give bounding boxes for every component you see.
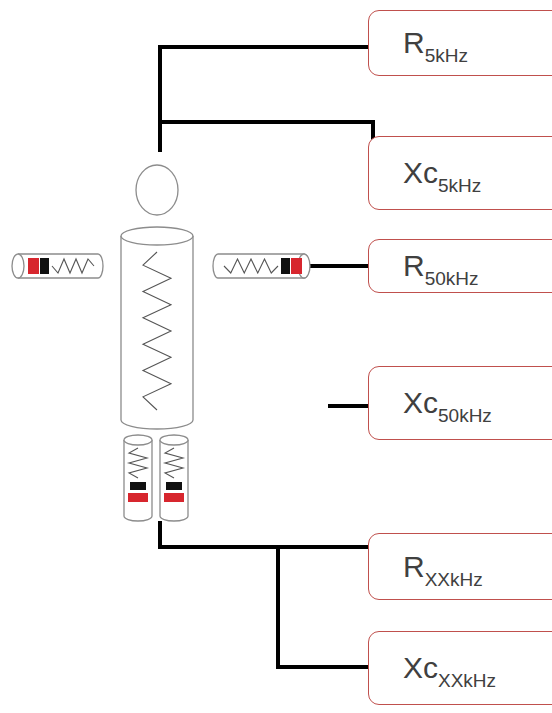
leader-line bbox=[160, 122, 373, 173]
parameter-label: Xc50kHz bbox=[403, 386, 492, 420]
parameter-label: RXXkHz bbox=[403, 550, 483, 584]
parameter-box: Xc5kHz bbox=[368, 136, 552, 210]
symbol-text: R bbox=[403, 550, 425, 583]
parameter-label: XcXXkHz bbox=[403, 651, 496, 685]
parameter-label: R5kHz bbox=[403, 26, 468, 60]
electrode bbox=[281, 258, 290, 274]
spring-coil bbox=[165, 448, 183, 478]
parameter-box: RXXkHz bbox=[368, 533, 552, 600]
electrode bbox=[40, 258, 49, 274]
electrode bbox=[166, 482, 182, 490]
right-arm bbox=[213, 254, 309, 278]
frequency-subscript: 5kHz bbox=[425, 45, 468, 66]
symbol-text: R bbox=[403, 249, 425, 282]
symbol-text: Xc bbox=[403, 156, 438, 189]
parameter-box: R5kHz bbox=[368, 10, 552, 76]
left-arm-end bbox=[12, 254, 24, 278]
spring-coil bbox=[224, 259, 278, 273]
symbol-text: R bbox=[403, 26, 425, 59]
electrode bbox=[164, 493, 184, 502]
right-leg bbox=[160, 440, 188, 521]
torso bbox=[121, 236, 193, 429]
electrode bbox=[130, 482, 146, 490]
leader-line bbox=[278, 547, 370, 667]
parameter-label: Xc5kHz bbox=[403, 156, 481, 190]
left-leg-top bbox=[124, 435, 152, 445]
spring-coil bbox=[52, 259, 94, 273]
electrode bbox=[28, 258, 39, 274]
spring-coil bbox=[129, 448, 147, 478]
parameter-box: R50kHz bbox=[368, 239, 552, 293]
parameter-box: Xc50kHz bbox=[368, 366, 552, 440]
symbol-text: Xc bbox=[403, 386, 438, 419]
springs bbox=[52, 252, 278, 478]
frequency-subscript: 50kHz bbox=[438, 405, 492, 426]
right-leg-top bbox=[160, 435, 188, 445]
left-arm bbox=[18, 254, 103, 278]
torso-top bbox=[121, 227, 193, 245]
leader-line bbox=[160, 47, 370, 152]
leader-line bbox=[160, 521, 370, 547]
frequency-subscript: XXkHz bbox=[438, 670, 496, 691]
leader-line bbox=[328, 404, 370, 408]
head bbox=[136, 165, 178, 215]
spring-coil bbox=[143, 252, 171, 410]
parameter-label: R50kHz bbox=[403, 249, 479, 283]
electrode bbox=[291, 258, 302, 274]
electrode bbox=[128, 493, 148, 502]
electrodes bbox=[28, 258, 302, 502]
left-leg bbox=[124, 440, 152, 521]
frequency-subscript: XXkHz bbox=[425, 569, 483, 590]
frequency-subscript: 50kHz bbox=[425, 268, 479, 289]
symbol-text: Xc bbox=[403, 651, 438, 684]
parameter-box: XcXXkHz bbox=[368, 631, 552, 705]
body-outline bbox=[12, 165, 310, 521]
frequency-subscript: 5kHz bbox=[438, 175, 481, 196]
